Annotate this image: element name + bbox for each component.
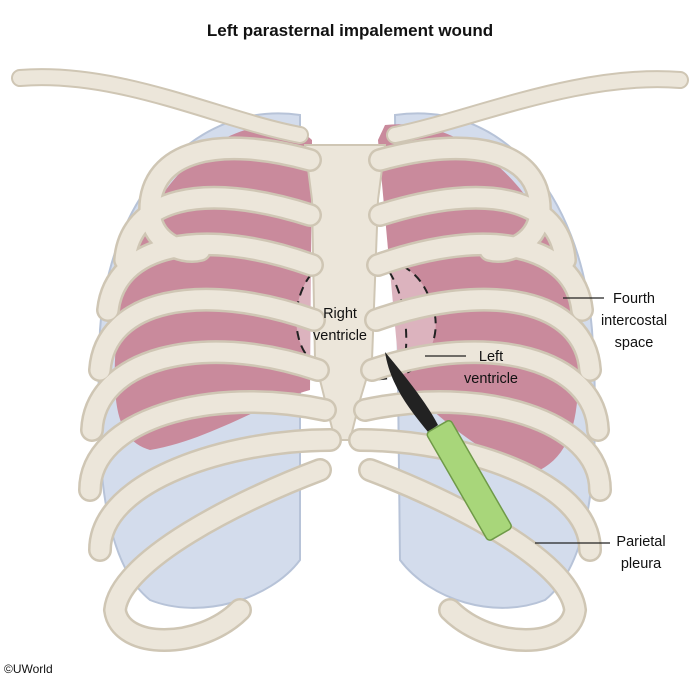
knife-handle <box>426 420 512 541</box>
svg-text:ventricle: ventricle <box>464 371 518 387</box>
svg-text:Fourth: Fourth <box>613 291 655 307</box>
figure-title: Left parasternal impalement wound <box>207 21 493 40</box>
label-fourth-intercostal-space: Fourth intercostal space <box>601 291 667 351</box>
label-parietal-pleura: Parietal pleura <box>616 534 665 572</box>
clavicles <box>11 68 689 144</box>
svg-text:intercostal: intercostal <box>601 313 667 329</box>
knife <box>385 352 512 541</box>
svg-text:Left: Left <box>479 349 503 365</box>
label-left-ventricle: Left ventricle <box>464 349 518 387</box>
svg-text:pleura: pleura <box>621 556 662 572</box>
svg-text:space: space <box>615 335 654 351</box>
copyright: ©UWorld <box>4 662 53 676</box>
svg-text:Right: Right <box>323 306 357 322</box>
leader-lines <box>425 297 610 544</box>
knife-blade <box>385 352 438 432</box>
sternum <box>303 144 387 441</box>
label-right-ventricle: Right ventricle <box>313 306 367 344</box>
svg-text:Parietal: Parietal <box>616 534 665 550</box>
svg-text:ventricle: ventricle <box>313 328 367 344</box>
